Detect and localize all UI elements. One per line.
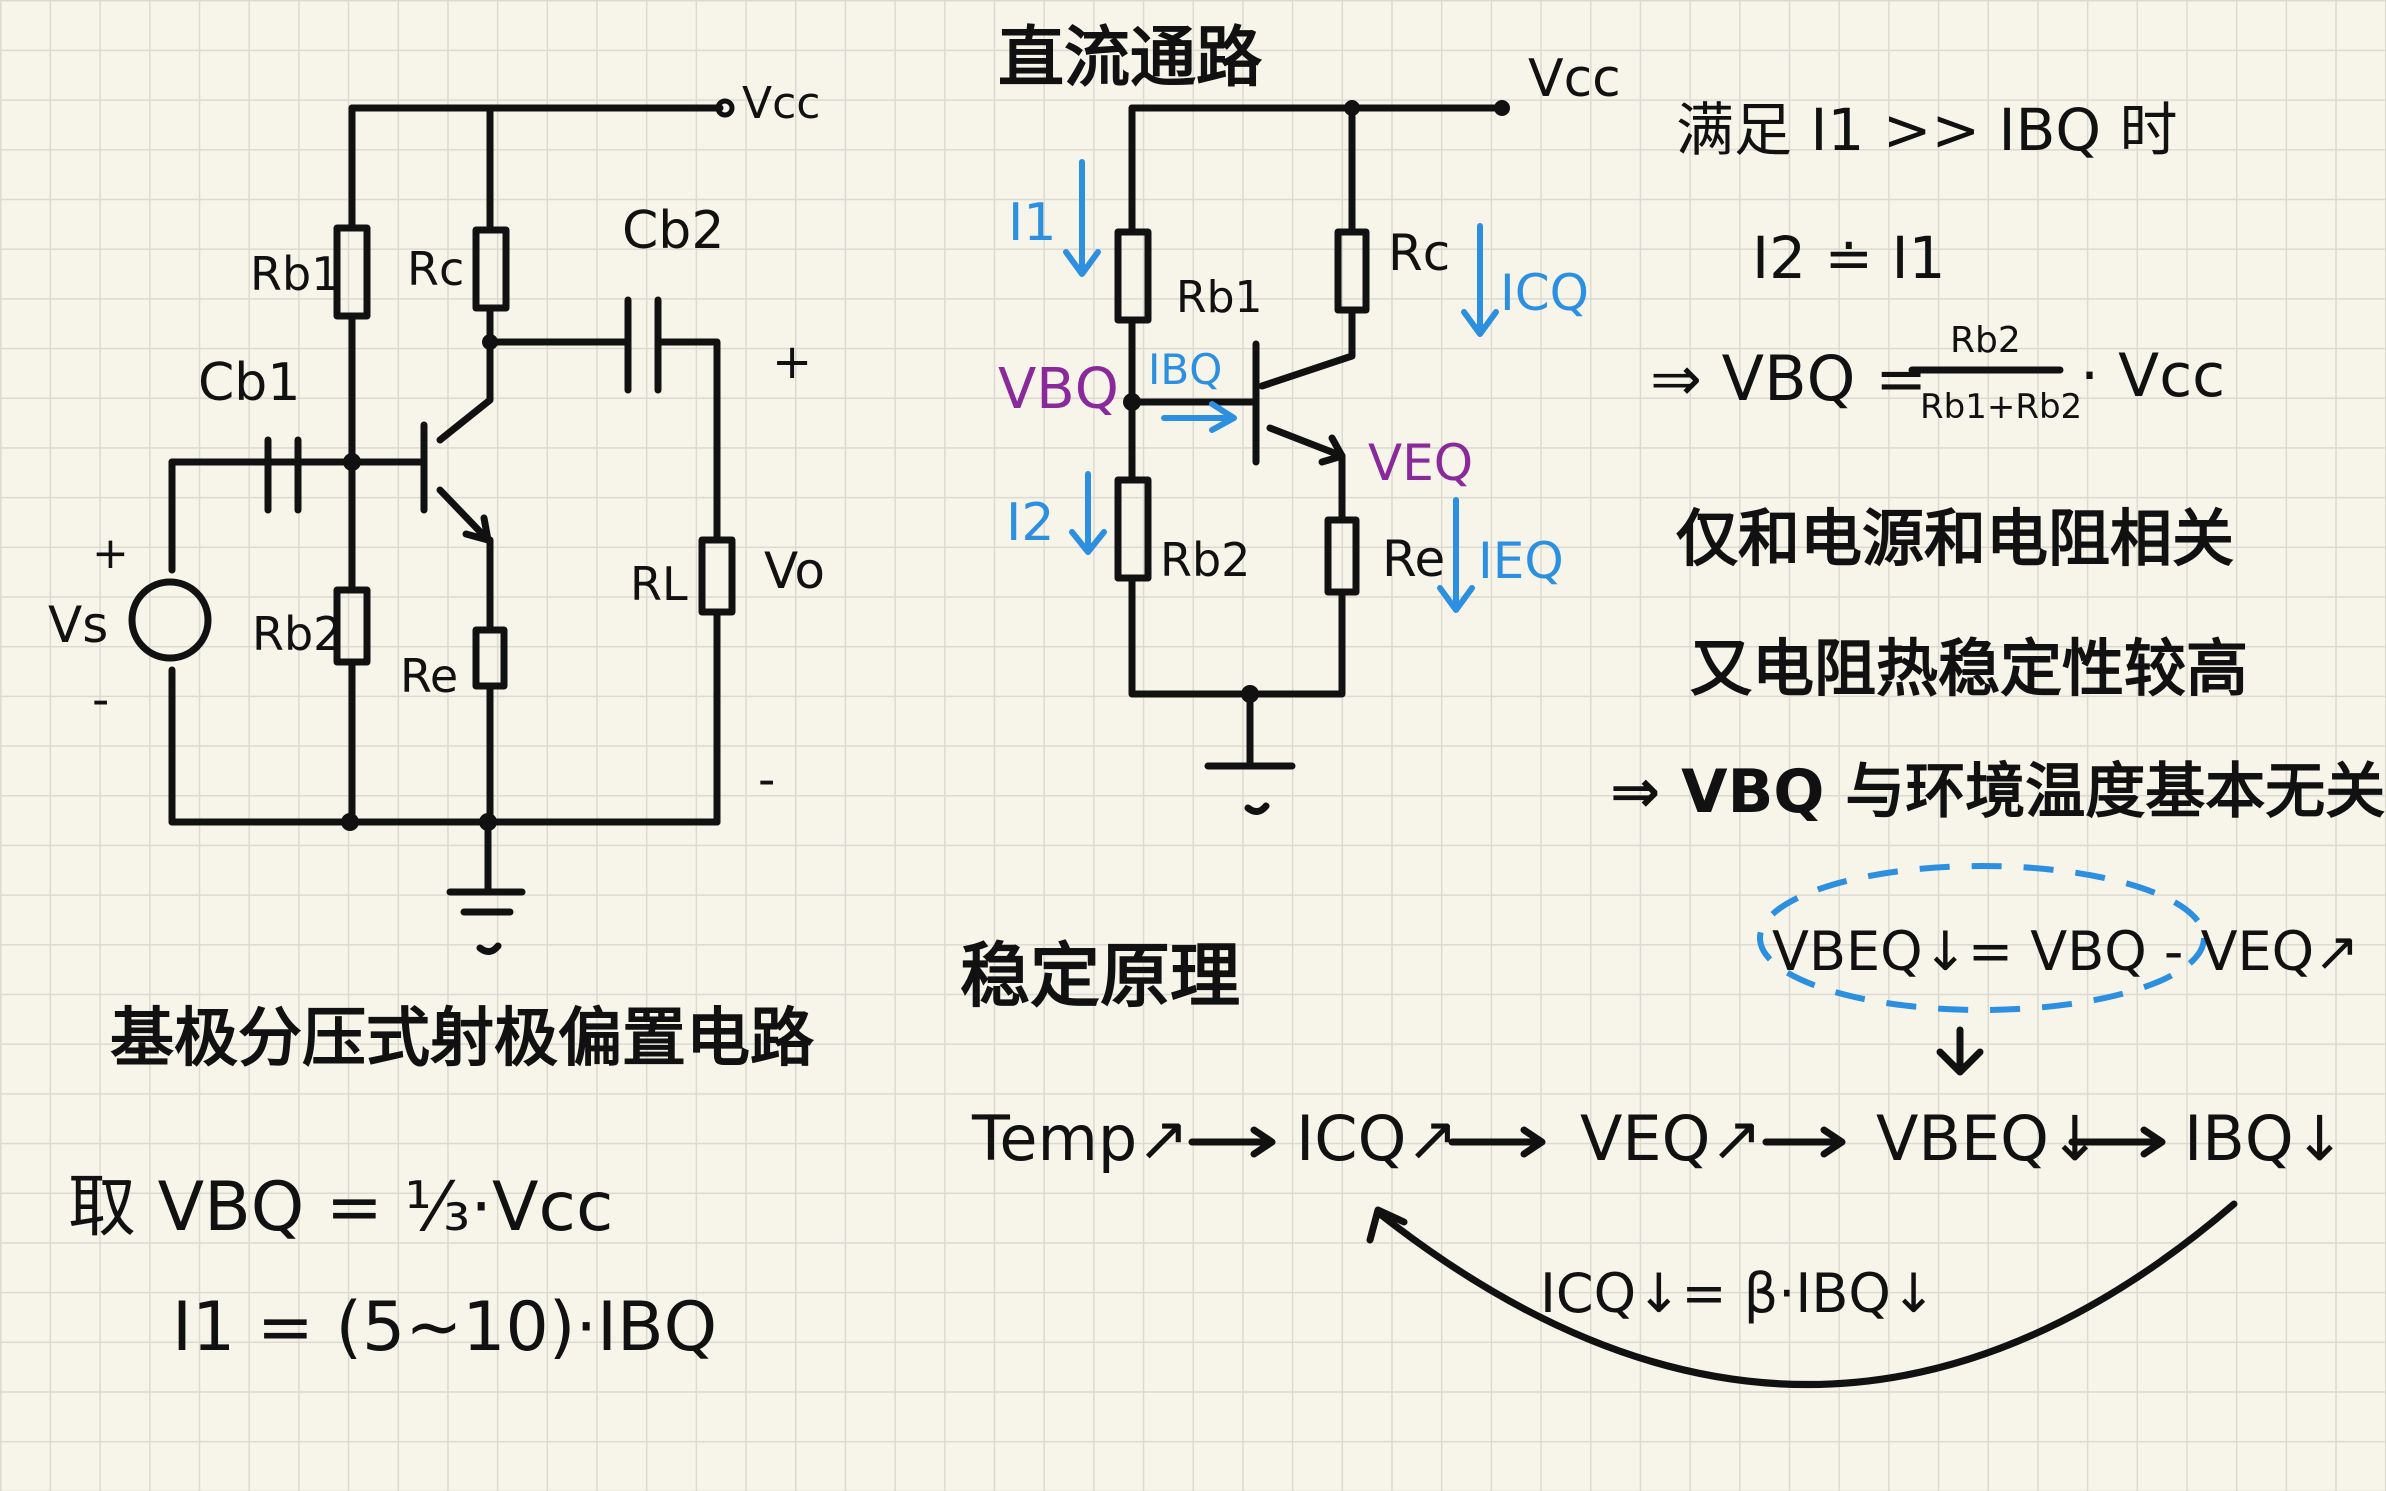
ibq-arrow	[1161, 401, 1237, 433]
icq-arrow	[1461, 223, 1499, 337]
chain-ibq: IBQ↓	[2184, 1102, 2346, 1175]
note-depends-only: 仅和电源和电阻相关	[1676, 502, 2234, 575]
rb1-resistor	[333, 224, 371, 320]
note-conclusion: ⇒ VBQ 与环境温度基本无关。	[1610, 757, 2386, 827]
chain-temp: Temp↗	[971, 1102, 1189, 1175]
c2-ibq-label: IBQ	[1148, 345, 1222, 394]
c1-vs-label: Vs	[48, 596, 108, 654]
re-resistor	[472, 626, 508, 690]
c2-re-label: Re	[1382, 530, 1445, 588]
c1-plus-src: +	[92, 528, 129, 579]
c1-cb1-label: Cb1	[198, 353, 300, 413]
ieq-arrow	[1437, 497, 1475, 613]
ground-icon	[446, 818, 526, 955]
chain-veq: VEQ↗	[1580, 1102, 1762, 1175]
c2-veq-label: VEQ	[1368, 434, 1473, 492]
c1-rc-label: Rc	[407, 242, 464, 296]
c1-minus-src: -	[92, 672, 109, 728]
c2-ieq-label: IEQ	[1478, 532, 1564, 590]
note-vbq-denominator: Rb1+Rb2	[1920, 387, 2082, 427]
note-condition: 满足 I1 >> IBQ 时	[1676, 96, 2178, 164]
note-i2-approx-i1: I2 ≐ I1	[1752, 224, 1945, 292]
formula-vbq: 取 VBQ = ⅓·Vcc	[68, 1168, 613, 1247]
formula-i1: I1 = (5~10)·IBQ	[172, 1288, 717, 1367]
chain-icq: ICQ↗	[1296, 1102, 1458, 1175]
chain-arrow-4	[2068, 1126, 2166, 1158]
note-thermal-stable: 又电阻热稳定性较高	[1690, 632, 2248, 705]
c1-rl-label: RL	[630, 557, 688, 611]
dc-path-schematic	[1063, 100, 1510, 815]
i2-arrow	[1069, 471, 1107, 555]
c2-i1-label: I1	[1008, 193, 1056, 253]
vs-source	[128, 578, 212, 662]
c2-title: 直流通路	[998, 19, 1263, 96]
vbeq-relation: VBEQ↓= VBQ - VEQ↗	[1772, 920, 2359, 983]
stability-title: 稳定原理	[960, 935, 1240, 1017]
feedback-relation: ICQ↓= β·IBQ↓	[1540, 1262, 1936, 1325]
vbeq-highlight-ellipse	[1757, 863, 2207, 1013]
c2-rc-label: Rc	[1388, 224, 1450, 282]
rc-resistor	[472, 226, 510, 312]
feedback-arc	[1376, 1200, 2238, 1388]
chain-arrow-2	[1448, 1126, 1546, 1158]
c1-rb2-label: Rb2	[252, 607, 342, 661]
c2-rb2-label: Rb2	[1160, 533, 1250, 587]
vcc-terminal	[715, 98, 735, 118]
note-vbq-lhs: ⇒ VBQ =	[1650, 342, 1927, 415]
note-vbq-rhs: · Vcc	[2080, 341, 2225, 411]
c1-rb1-label: Rb1	[250, 247, 340, 301]
i1-arrow	[1063, 159, 1101, 277]
c1-title: 基极分压式射极偏置电路	[110, 1002, 815, 1076]
amplifier-schematic	[128, 98, 736, 955]
c2-rb2-resistor	[1114, 476, 1152, 582]
c2-icq-label: ICQ	[1500, 264, 1589, 322]
c1-minus-out: -	[758, 752, 775, 808]
rl-resistor	[698, 536, 736, 616]
note-vbq-numerator: Rb2	[1950, 320, 2021, 361]
c2-ground-icon	[1204, 690, 1296, 815]
feedback-arrowhead	[1366, 1206, 1408, 1244]
c1-cb2-label: Cb2	[622, 201, 724, 261]
c1-plus-out: +	[772, 334, 812, 390]
c2-rb1-resistor	[1114, 228, 1152, 324]
c2-vcc-label: Vcc	[1528, 49, 1621, 109]
c2-i2-label: I2	[1006, 493, 1054, 553]
c2-rb1-label: Rb1	[1176, 272, 1263, 323]
chain-arrow-3	[1762, 1126, 1846, 1158]
chain-vbeq: VBEQ↓	[1876, 1102, 2101, 1175]
c1-re-label: Re	[400, 649, 458, 703]
chain-arrow-1	[1188, 1126, 1276, 1158]
c1-vo-label: Vo	[764, 542, 825, 600]
c2-vbq-label: VBQ	[998, 357, 1119, 422]
c1-vcc-label: Vcc	[742, 78, 820, 129]
c2-rc-resistor	[1334, 228, 1370, 314]
c2-vcc-terminal	[1494, 100, 1510, 116]
c2-re-resistor	[1324, 516, 1360, 596]
down-arrow-icon	[1936, 1026, 1984, 1076]
